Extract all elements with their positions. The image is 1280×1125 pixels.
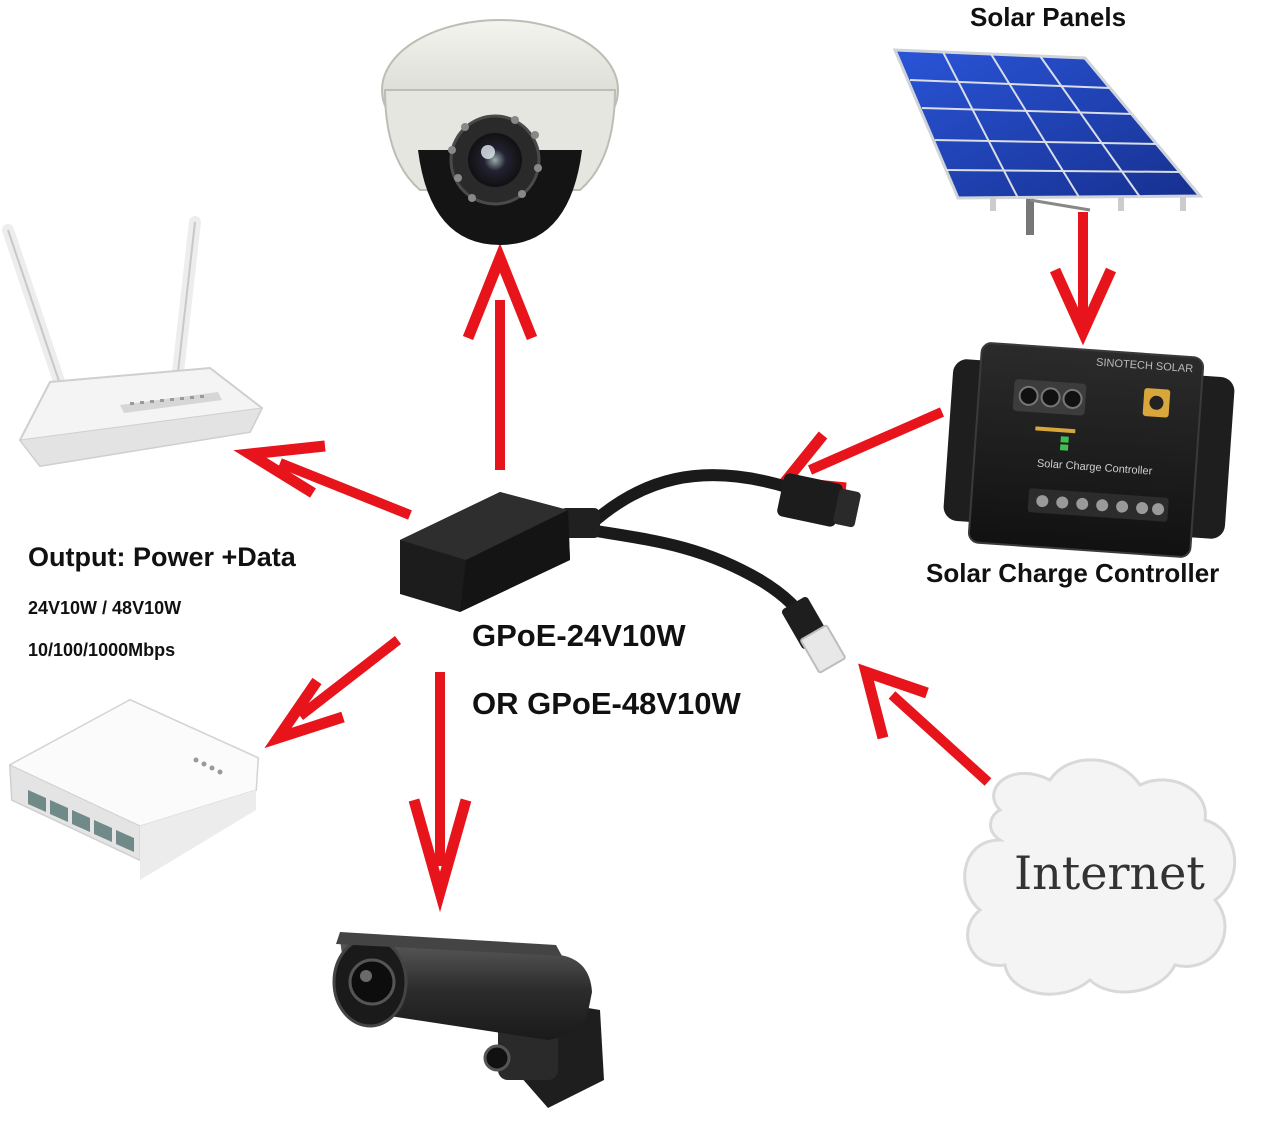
model-24v-label: GPoE-24V10W [472, 618, 686, 653]
solar-panels-icon [892, 48, 1204, 235]
arrow-to-bullet-camera [408, 672, 472, 913]
output-title-label: Output: Power +Data [28, 542, 296, 572]
output-power-label: 24V10W / 48V10W [28, 598, 182, 618]
dc-power-plug [777, 473, 861, 528]
solar-panels-label: Solar Panels [970, 2, 1127, 32]
arrow-to-switch [264, 636, 402, 749]
internet-label: Internet [1014, 846, 1205, 900]
rj45-plug [781, 597, 846, 674]
model-48v-label: OR GPoE-48V10W [472, 686, 741, 721]
output-speed-label: 10/100/1000Mbps [28, 640, 176, 660]
internet-cloud [963, 758, 1237, 996]
wifi-router [2, 216, 264, 468]
dome-camera [381, 19, 619, 245]
arrow-from-solar-panels [1049, 212, 1117, 346]
solar-charge-controller-label: Solar Charge Controller [926, 558, 1220, 588]
bullet-camera [332, 932, 604, 1108]
network-switch [8, 698, 260, 880]
arrow-to-router [233, 440, 412, 520]
poe-splitter-device [400, 469, 861, 674]
arrow-from-internet [858, 663, 992, 786]
solar-charge-controller: SINOTECH SOLAR Solar Charge Controller [943, 342, 1235, 558]
arrow-to-dome-camera [462, 243, 538, 470]
arrow-from-controller [774, 407, 945, 494]
